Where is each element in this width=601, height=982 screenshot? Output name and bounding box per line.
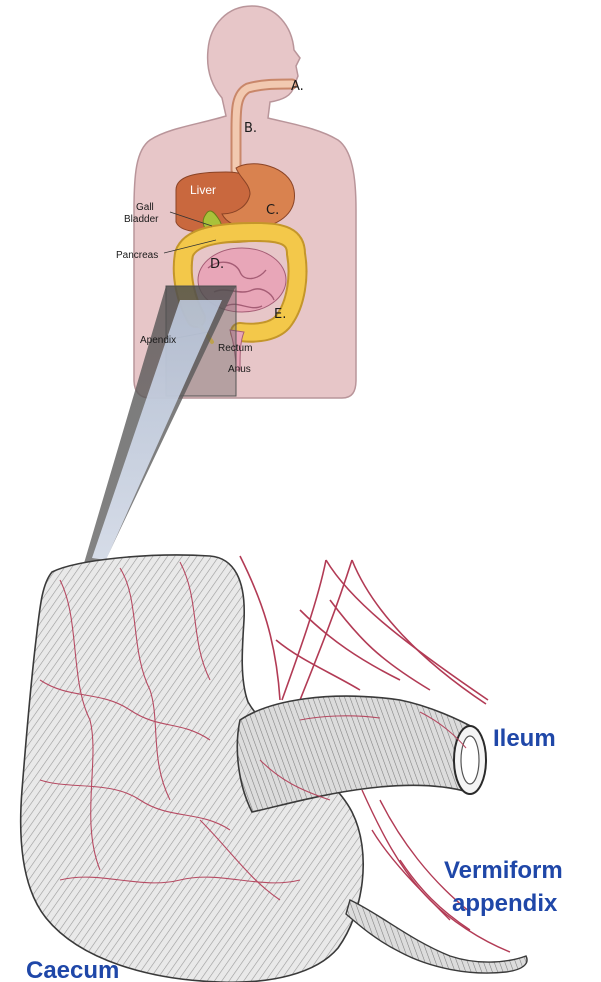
- zoom-callout: [82, 286, 236, 572]
- label-appendix-big: appendix: [452, 890, 558, 917]
- label-rectum: Rectum: [218, 343, 252, 354]
- label-ileum: Ileum: [493, 725, 556, 752]
- label-appendix: Apendix: [140, 335, 176, 346]
- label-c: C.: [266, 203, 279, 218]
- label-vermiform: Vermiform: [444, 857, 563, 884]
- label-anus: Anus: [228, 364, 251, 375]
- ileum: [237, 696, 486, 812]
- label-bladder: Bladder: [124, 214, 159, 225]
- label-pancreas: Pancreas: [116, 250, 158, 261]
- mesentery-vessels-upper: [240, 556, 488, 704]
- label-gall: Gall: [136, 202, 154, 213]
- label-liver: Liver: [190, 183, 216, 197]
- label-e: E.: [274, 307, 286, 322]
- label-d: D.: [210, 257, 224, 272]
- label-caecum: Caecum: [26, 957, 119, 982]
- label-a: A.: [291, 79, 304, 94]
- label-b: B.: [244, 121, 257, 136]
